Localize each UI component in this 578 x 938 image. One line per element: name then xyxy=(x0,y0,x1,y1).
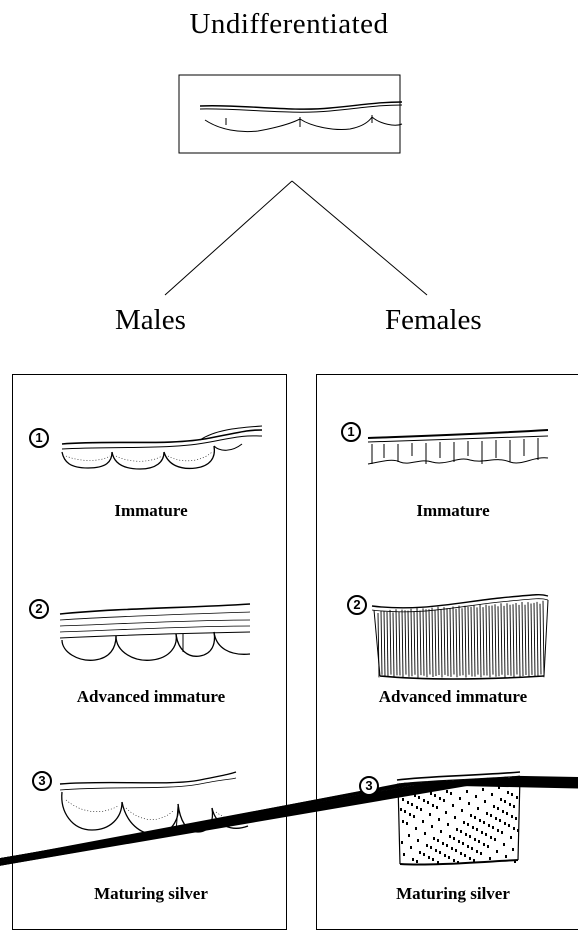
male-stage-3-label: Maturing silver xyxy=(31,884,271,904)
females-branch-label: Females xyxy=(385,304,482,337)
male-stage-3-number: 3 xyxy=(32,771,52,791)
male-stage-1-number: 1 xyxy=(29,428,49,448)
undifferentiated-box xyxy=(179,75,400,153)
female-stage-2-label: Advanced immature xyxy=(333,687,573,707)
branch-line-females xyxy=(292,181,427,295)
male-stage-2-label: Advanced immature xyxy=(31,687,271,707)
male-stage-2-number: 2 xyxy=(29,599,49,619)
males-panel: 1 Immature 2 Advanced immature 3 Maturin… xyxy=(12,374,287,930)
female-stage-2-number: 2 xyxy=(347,595,367,615)
female-stage-3-number: 3 xyxy=(359,776,379,796)
female-stage-3-label: Maturing silver xyxy=(333,884,573,904)
male-stage-1-label: Immature xyxy=(31,501,271,521)
females-panel: 1 Immature 2 Advanced immature 3 Maturin… xyxy=(316,374,578,930)
female-stage-1-label: Immature xyxy=(333,501,573,521)
branch-line-males xyxy=(165,181,292,295)
males-branch-label: Males xyxy=(115,304,186,337)
female-stage-1-number: 1 xyxy=(341,422,361,442)
